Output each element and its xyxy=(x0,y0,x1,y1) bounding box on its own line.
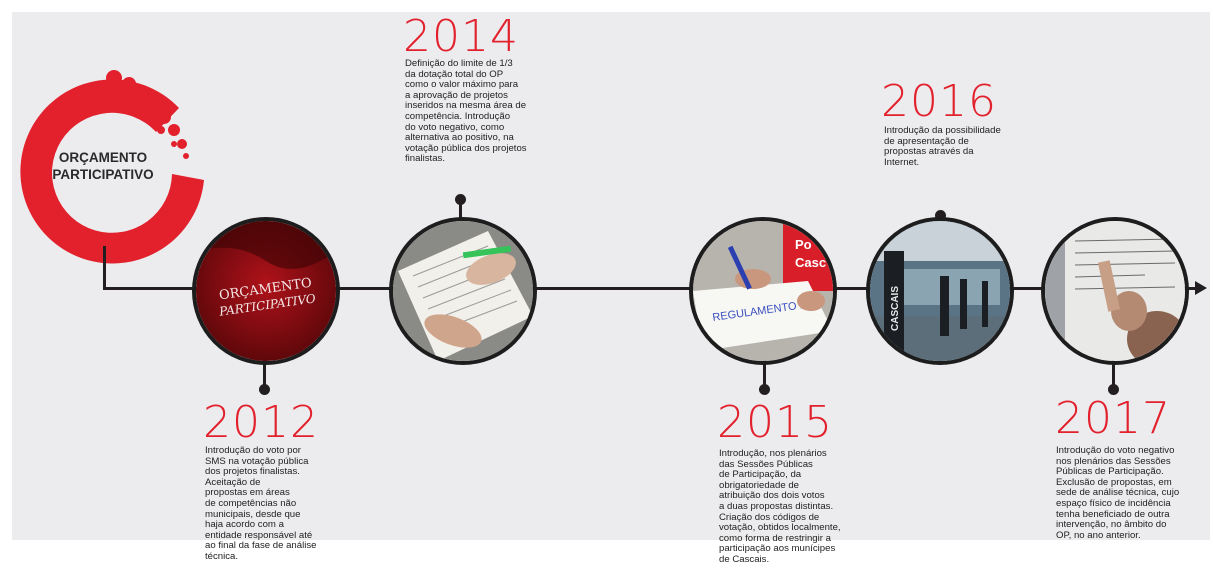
year-2015: 2015 xyxy=(717,397,833,448)
desc-2012: Introdução do voto por SMS na votação pú… xyxy=(205,445,317,562)
dot-2012 xyxy=(259,384,270,395)
photo-2017 xyxy=(1041,217,1189,365)
stem-2014 xyxy=(459,200,462,220)
dot-2015 xyxy=(759,384,770,395)
timeline-arrow-icon xyxy=(1195,281,1207,295)
desc-2017: Introdução do voto negativo nos plenário… xyxy=(1056,445,1180,541)
photo-2015: Po Casc REGULAMENTO DO xyxy=(689,217,837,365)
logo-line-1: ORÇAMENTO xyxy=(58,150,148,165)
photo-2016: CASCAIS xyxy=(866,217,1014,365)
dot-2017 xyxy=(1108,384,1119,395)
year-2014: 2014 xyxy=(403,11,519,62)
desc-2015: Introdução, nos plenários das Sessões Pú… xyxy=(719,448,841,565)
pillar-text: CASCAIS xyxy=(890,286,901,331)
cap-text: Po xyxy=(795,237,812,252)
year-2016: 2016 xyxy=(881,76,997,127)
logo-text: ORÇAMENTO PARTICIPATIVO xyxy=(43,149,163,183)
timeline-line xyxy=(103,287,1195,290)
stem-2015 xyxy=(763,352,766,388)
dot-2014 xyxy=(455,194,466,205)
photo-2014 xyxy=(389,217,537,365)
desc-2016: Introdução da possibilidade de apresenta… xyxy=(884,125,1001,168)
logo-line-2: PARTICIPATIVO xyxy=(52,167,154,182)
photo-2012: ORÇAMENTO PARTICIPATIVO xyxy=(192,217,340,365)
timeline-connector xyxy=(103,246,106,289)
orcamento-participativo-logo xyxy=(20,70,205,264)
year-2017: 2017 xyxy=(1055,393,1171,444)
year-2012: 2012 xyxy=(203,397,319,448)
dot-2016 xyxy=(935,210,946,221)
desc-2014: Definição do limite de 1/3 da dotação to… xyxy=(405,58,527,165)
stem-2017 xyxy=(1112,352,1115,388)
stem-2012 xyxy=(263,352,266,388)
cap-text-2: Casc xyxy=(795,255,826,270)
